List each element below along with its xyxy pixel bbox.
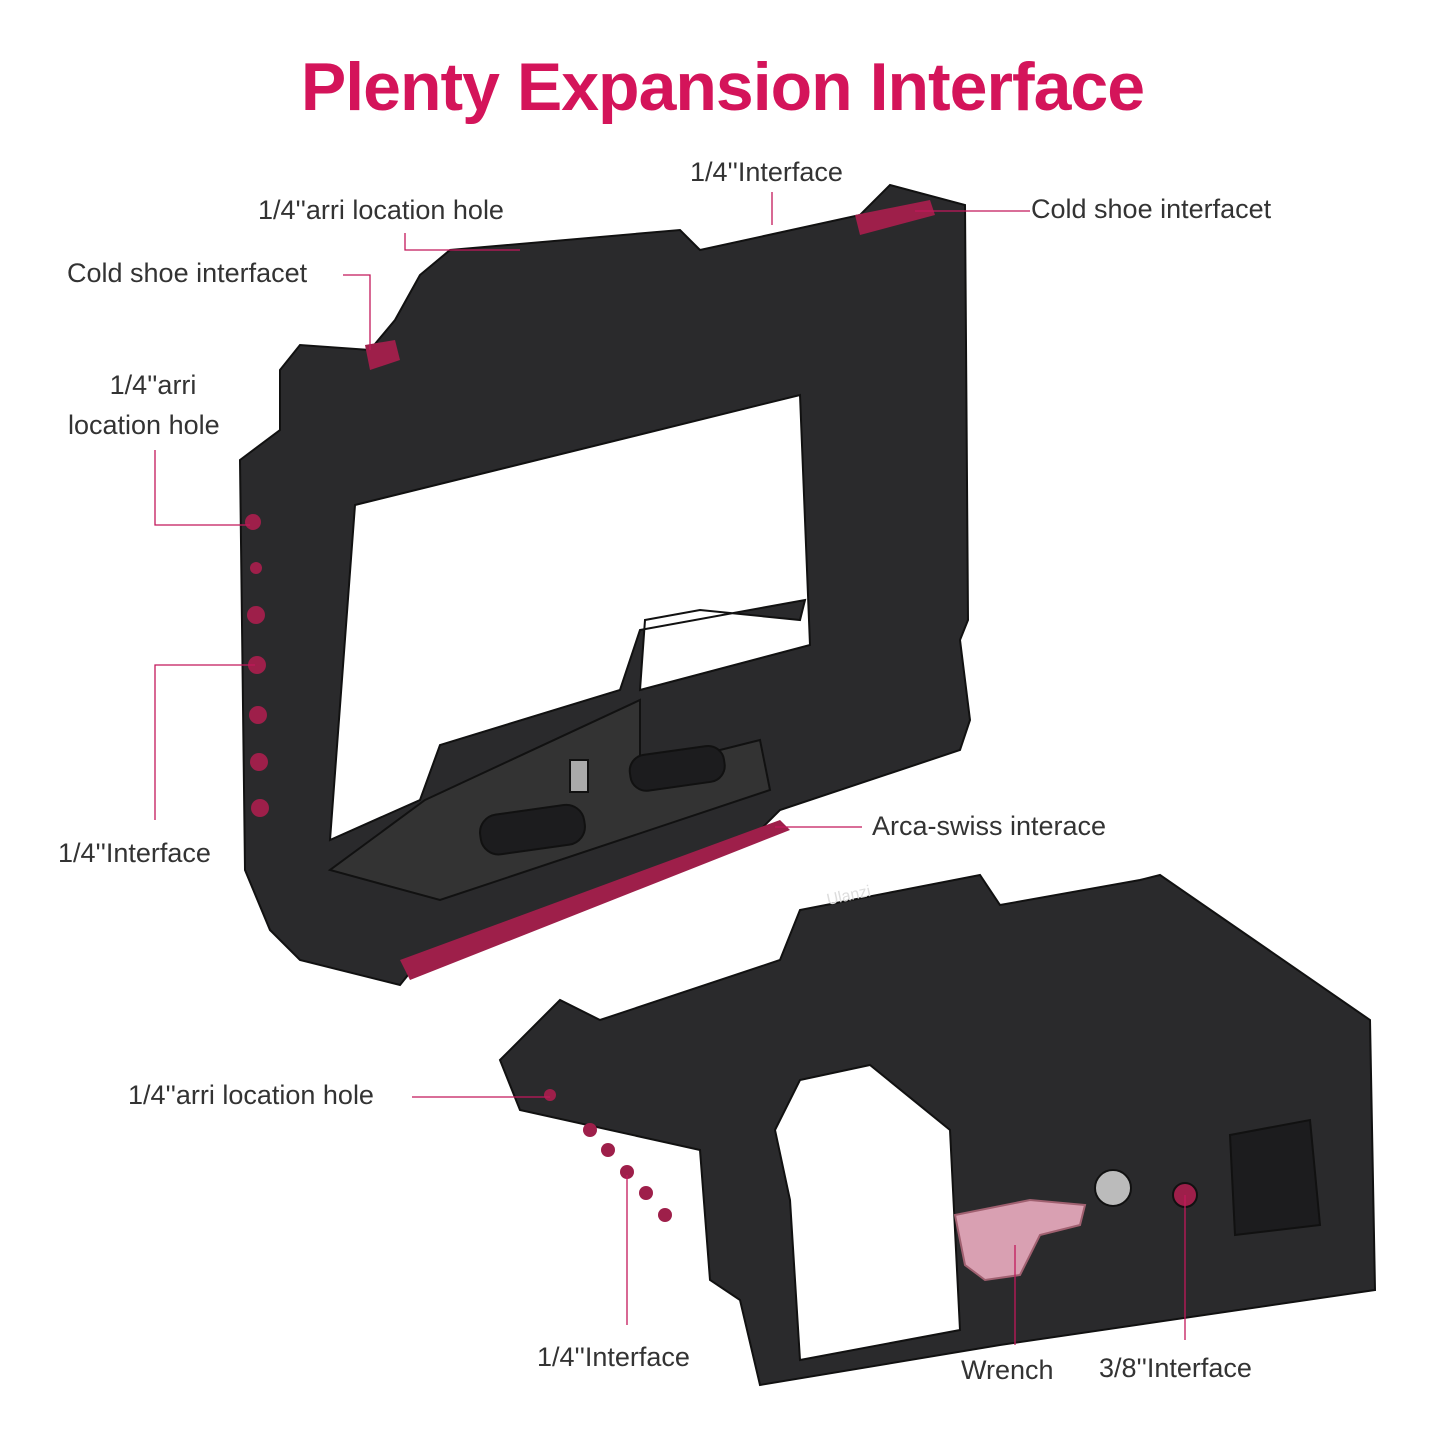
lower-cage-holes [544,1089,672,1222]
label-left-arri-line1: 1/4''arri [109,370,197,400]
label-three-eighths-interface: 3/8''Interface [1099,1353,1252,1383]
label-right-cold-shoe: Cold shoe interfacet [1031,194,1272,224]
page-title: Plenty Expansion Interface [300,49,1145,125]
label-top-arri-hole: 1/4''arri location hole [258,195,504,225]
label-left-arri-line2: location hole [68,410,220,440]
upper-cage-holes [245,514,269,817]
label-bottom-arri-hole: 1/4''arri location hole [128,1080,374,1110]
label-arca-swiss: Arca-swiss interace [872,811,1107,841]
label-bottom-quarter-interface: 1/4''Interface [537,1342,690,1372]
upper-cage [238,183,972,987]
lower-cage [498,873,1377,1387]
leader-lines [154,192,1186,1345]
label-wrench: Wrench [961,1355,1054,1385]
label-left-quarter-interface: 1/4''Interface [58,838,211,868]
label-top-quarter-interface: 1/4''Interface [690,157,843,187]
label-left-cold-shoe: Cold shoe interfacet [67,258,308,288]
